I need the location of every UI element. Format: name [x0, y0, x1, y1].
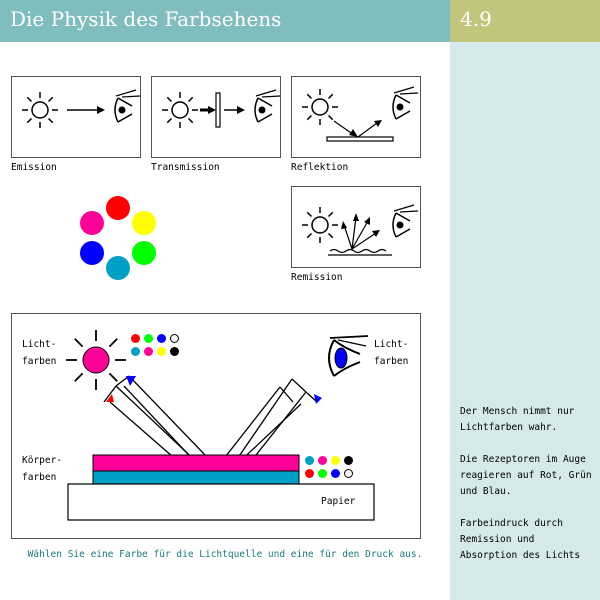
eye-icon	[254, 89, 281, 123]
print-color-swatch[interactable]	[305, 469, 314, 478]
print-color-swatch[interactable]	[344, 456, 353, 465]
emission-diagram	[22, 89, 141, 128]
page-title: Die Physik des Farbsehens	[10, 7, 282, 31]
print-color-swatch[interactable]	[318, 469, 327, 478]
eye-icon	[392, 86, 419, 120]
reflection-diagram	[302, 86, 419, 142]
print-color-swatch[interactable]	[344, 469, 353, 478]
light-color-swatch[interactable]	[157, 334, 166, 343]
remission-caption: Remission	[291, 272, 343, 283]
color-swatch-cyan[interactable]	[106, 256, 130, 280]
transmission-panel	[151, 76, 281, 158]
emission-panel	[11, 76, 141, 158]
light-color-swatch[interactable]	[157, 347, 166, 356]
emission-caption: Emission	[11, 162, 57, 173]
paper-sheet	[67, 483, 375, 521]
experiment-diagram	[66, 330, 375, 521]
note-receptors: Die Rezeptoren im Auge reagieren auf Rot…	[460, 454, 592, 497]
light-color-swatch[interactable]	[144, 347, 153, 356]
reflection-caption: Reflektion	[291, 162, 349, 173]
light-color-swatch[interactable]	[131, 347, 140, 356]
remission-panel	[291, 186, 421, 268]
light-colors-label-right: Licht- farben	[374, 339, 409, 367]
print-color-swatch[interactable]	[331, 456, 340, 465]
transmission-caption: Transmission	[151, 162, 220, 173]
sun-icon	[22, 92, 58, 128]
color-swatch-green[interactable]	[132, 241, 156, 265]
chapter-number: 4.9	[460, 7, 492, 31]
print-layer-cyan	[92, 470, 300, 485]
light-color-swatch[interactable]	[170, 334, 179, 343]
print-color-swatch[interactable]	[331, 469, 340, 478]
sun-icon	[302, 207, 338, 243]
color-swatch-red[interactable]	[106, 196, 130, 220]
note-color-impression: Farbeindruck durch Remission und Absorpt…	[460, 518, 581, 561]
light-source-sun	[66, 330, 126, 390]
header-bar: Die Physik des Farbsehens	[0, 0, 450, 42]
eye-icon	[114, 89, 141, 123]
print-layer-magenta	[92, 454, 300, 472]
experiment-panel: Licht- farben Licht- farben Körper- farb…	[11, 313, 421, 539]
sun-icon	[162, 92, 198, 128]
body-colors-label: Körper- farben	[22, 455, 63, 483]
print-color-swatch[interactable]	[305, 456, 314, 465]
light-color-swatch[interactable]	[144, 334, 153, 343]
chapter-badge: 4.9	[450, 0, 600, 42]
light-colors-label-left: Licht- farben	[22, 339, 57, 367]
filter-plate	[215, 92, 221, 128]
mirror-surface	[326, 136, 394, 142]
viewer-eye-icon	[328, 335, 369, 377]
transmission-diagram	[162, 89, 281, 128]
reflection-panel	[291, 76, 421, 158]
light-color-swatch[interactable]	[131, 334, 140, 343]
remission-diagram	[302, 204, 419, 256]
note-perception: Der Mensch nimmt nur Lichtfarben wahr.	[460, 406, 575, 433]
sidebar: Der Mensch nimmt nur Lichtfarben wahr. D…	[450, 42, 600, 600]
eye-icon	[392, 204, 419, 238]
rough-surface	[329, 248, 387, 254]
print-color-swatch[interactable]	[318, 456, 327, 465]
light-color-swatch[interactable]	[170, 347, 179, 356]
instruction-text: Wählen Sie eine Farbe für die Lichtquell…	[27, 549, 423, 560]
sun-icon	[302, 89, 338, 125]
paper-label: Papier	[321, 496, 356, 507]
color-swatch-blue[interactable]	[80, 241, 104, 265]
color-swatch-magenta[interactable]	[80, 211, 104, 235]
color-swatch-yellow[interactable]	[132, 211, 156, 235]
